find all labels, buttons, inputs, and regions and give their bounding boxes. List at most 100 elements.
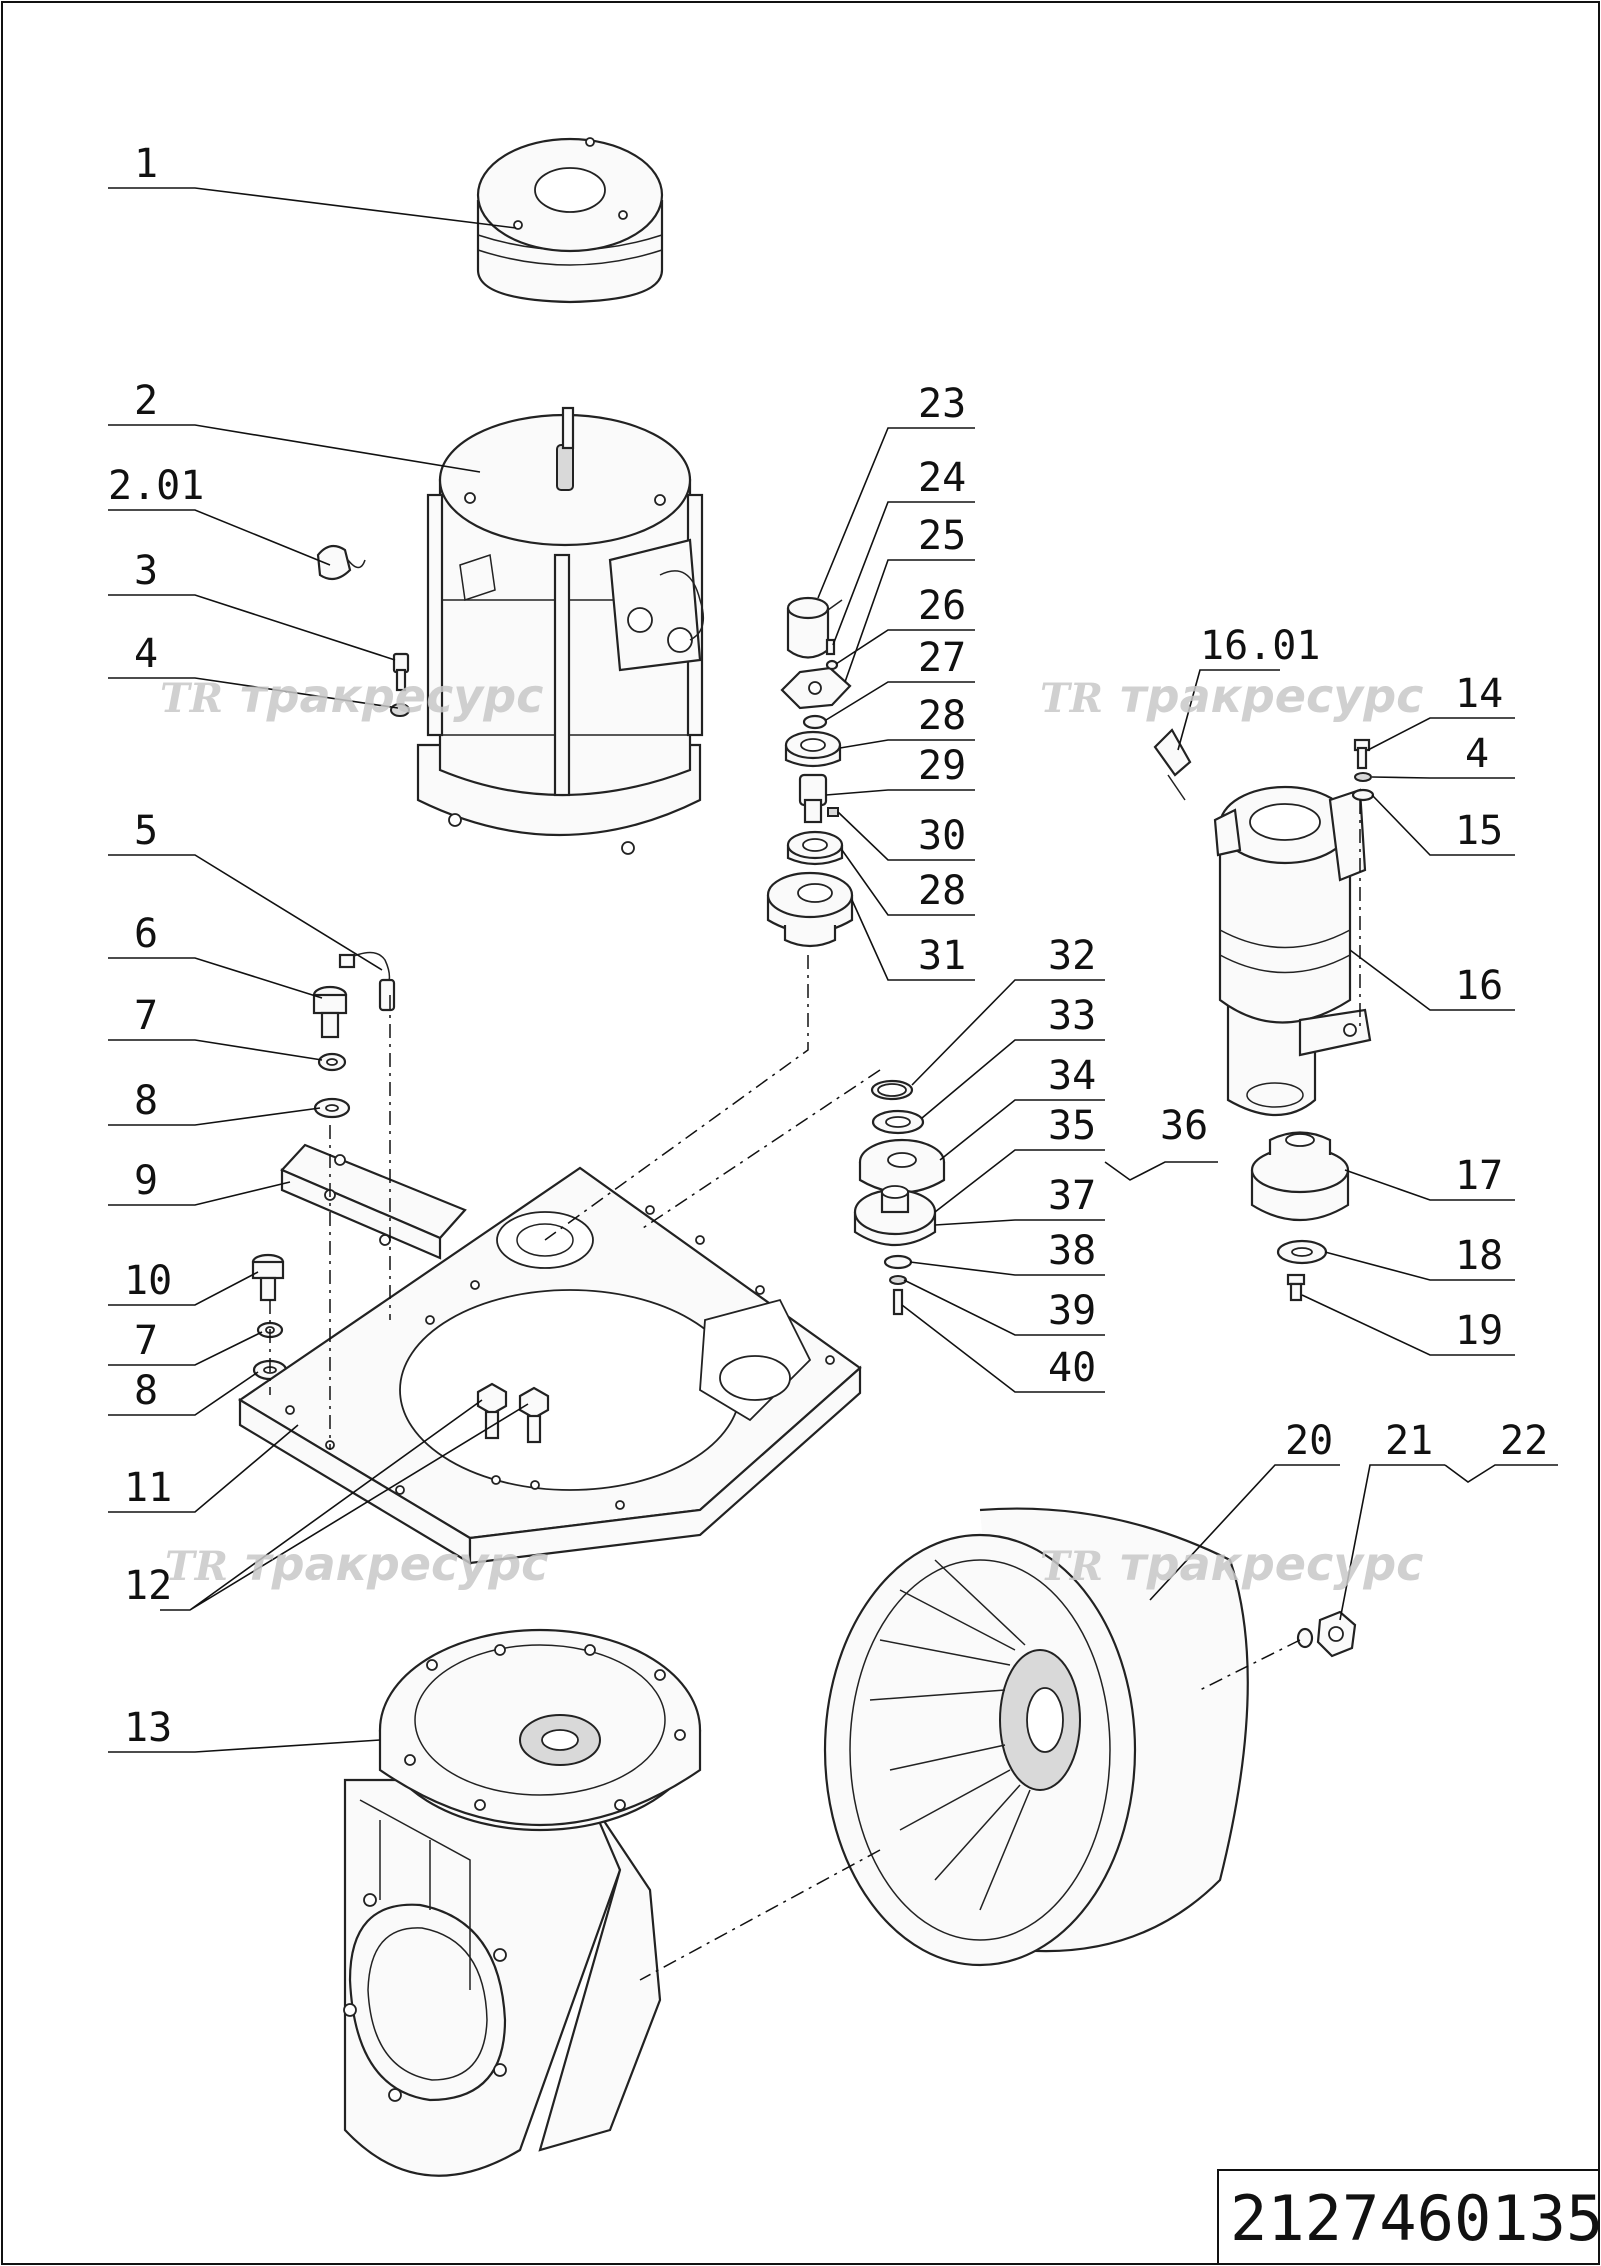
part-27-washer: [802, 714, 828, 730]
callout-25: 25: [918, 513, 966, 559]
callout-5: 5: [134, 808, 158, 854]
part-7-washer: [317, 1052, 347, 1072]
part-5-sensor: [338, 951, 396, 1012]
callout-7b: 7: [134, 1318, 158, 1364]
callout-35: 35: [1048, 1103, 1096, 1149]
part-22-nut: [1316, 1610, 1357, 1658]
callout-37: 37: [1048, 1173, 1096, 1219]
callout-24: 24: [918, 455, 966, 501]
callout-39: 39: [1048, 1288, 1096, 1334]
callout-17: 17: [1455, 1153, 1503, 1199]
callout-15: 15: [1455, 808, 1503, 854]
part-18-washer: [1276, 1239, 1328, 1265]
part-9-bracket: [280, 1143, 467, 1260]
part-10-bolt: [251, 1253, 285, 1302]
part-23-encoder: [786, 596, 843, 659]
watermark-4: TR тракресурс: [1040, 1537, 1423, 1591]
part-40-bolt: [892, 1288, 904, 1316]
part-19-screw: [1286, 1273, 1306, 1302]
part-12-bolts: [476, 1382, 550, 1490]
callout-28: 28: [918, 693, 966, 739]
callout-19: 19: [1455, 1308, 1503, 1354]
callout-32: 32: [1048, 933, 1096, 979]
callout-29: 29: [918, 743, 966, 789]
part-8-washer: [313, 1097, 351, 1119]
part-30-key: [827, 807, 839, 817]
watermark-text: тракресурс: [245, 1537, 548, 1591]
callout-10: 10: [124, 1258, 172, 1304]
callout-18: 18: [1455, 1233, 1503, 1279]
part-37-gear: [853, 1185, 937, 1247]
watermark-logo: TR: [160, 675, 223, 722]
assembly-lines: [269, 800, 1361, 1981]
part-32-circlip: [870, 1079, 914, 1101]
callout-12: 12: [124, 1563, 172, 1609]
leader-lines: [108, 187, 1558, 1753]
part-13-gearbox: [343, 1628, 702, 2177]
part-2-motor: [416, 406, 705, 855]
part-28-bearing-2: [786, 830, 844, 866]
callout-20: 20: [1285, 1418, 1333, 1464]
part-33-washer: [871, 1109, 925, 1135]
callout-2: 2: [134, 378, 158, 424]
callout-33: 33: [1048, 993, 1096, 1039]
callout-9: 9: [134, 1158, 158, 1204]
part-39-washer: [889, 1275, 907, 1285]
part-14-bolt: [1353, 738, 1371, 770]
callout-16-01: 16.01: [1200, 623, 1320, 669]
callout-28b: 28: [918, 868, 966, 914]
callout-21: 21: [1385, 1418, 1433, 1464]
part-4-washer-2: [1354, 772, 1372, 782]
callout-34: 34: [1048, 1053, 1096, 1099]
callout-22: 22: [1500, 1418, 1548, 1464]
part-16-01-switch: [1153, 728, 1192, 801]
document-number: 212746013551: [1230, 2182, 1601, 2255]
callout-16: 16: [1455, 963, 1503, 1009]
part-34-gear: [858, 1138, 946, 1194]
callout-36: 36: [1160, 1103, 1208, 1149]
part-15-washer: [1351, 788, 1375, 802]
part-16-pump-motor: [1213, 785, 1372, 1117]
part-2-01-sensor: [316, 544, 366, 581]
watermark-text: тракресурс: [240, 669, 543, 723]
callout-4b: 4: [1465, 731, 1489, 777]
part-6-bolt: [312, 985, 348, 1039]
callout-8: 8: [134, 1078, 158, 1124]
part-29-shaft: [798, 773, 828, 824]
document-number-box: 212746013551: [1217, 2169, 1601, 2265]
callout-1: 1: [134, 141, 158, 187]
watermark-logo: TR: [1040, 1543, 1103, 1590]
callout-27: 27: [918, 635, 966, 681]
watermark-logo: TR: [165, 1543, 228, 1590]
callout-7: 7: [134, 993, 158, 1039]
callout-30: 30: [918, 813, 966, 859]
part-20-wheel: [823, 1507, 1249, 1967]
callout-11: 11: [124, 1465, 172, 1511]
part-25-plate: [780, 666, 852, 710]
part-38-washer: [883, 1254, 913, 1270]
callout-13: 13: [124, 1705, 172, 1751]
callout-8b: 8: [134, 1368, 158, 1414]
watermark-text: тракресурс: [1120, 669, 1423, 723]
part-11-plate: [237, 1166, 862, 1565]
callout-31: 31: [918, 933, 966, 979]
part-3-bolt: [392, 652, 410, 692]
watermark-text: тракресурс: [1120, 1537, 1423, 1591]
callout-4: 4: [134, 631, 158, 677]
part-17-coupling: [1250, 1131, 1350, 1221]
callout-14: 14: [1455, 671, 1503, 717]
part-24-screw: [825, 638, 836, 656]
callout-23: 23: [918, 381, 966, 427]
watermark-1: TR тракресурс: [160, 669, 543, 723]
callout-2-01: 2.01: [108, 463, 204, 509]
watermark-3: TR тракресурс: [165, 1537, 548, 1591]
part-26-ring: [825, 659, 839, 671]
callout-40: 40: [1048, 1345, 1096, 1391]
part-21-washer: [1296, 1627, 1314, 1649]
callout-3: 3: [134, 548, 158, 594]
callout-numbers: 1 2 2.01 3 4 5 6 7 8 9 10 7 8 11 12 13 2…: [108, 141, 1548, 1751]
part-28-bearing: [784, 730, 842, 768]
part-31-housing: [766, 871, 854, 948]
